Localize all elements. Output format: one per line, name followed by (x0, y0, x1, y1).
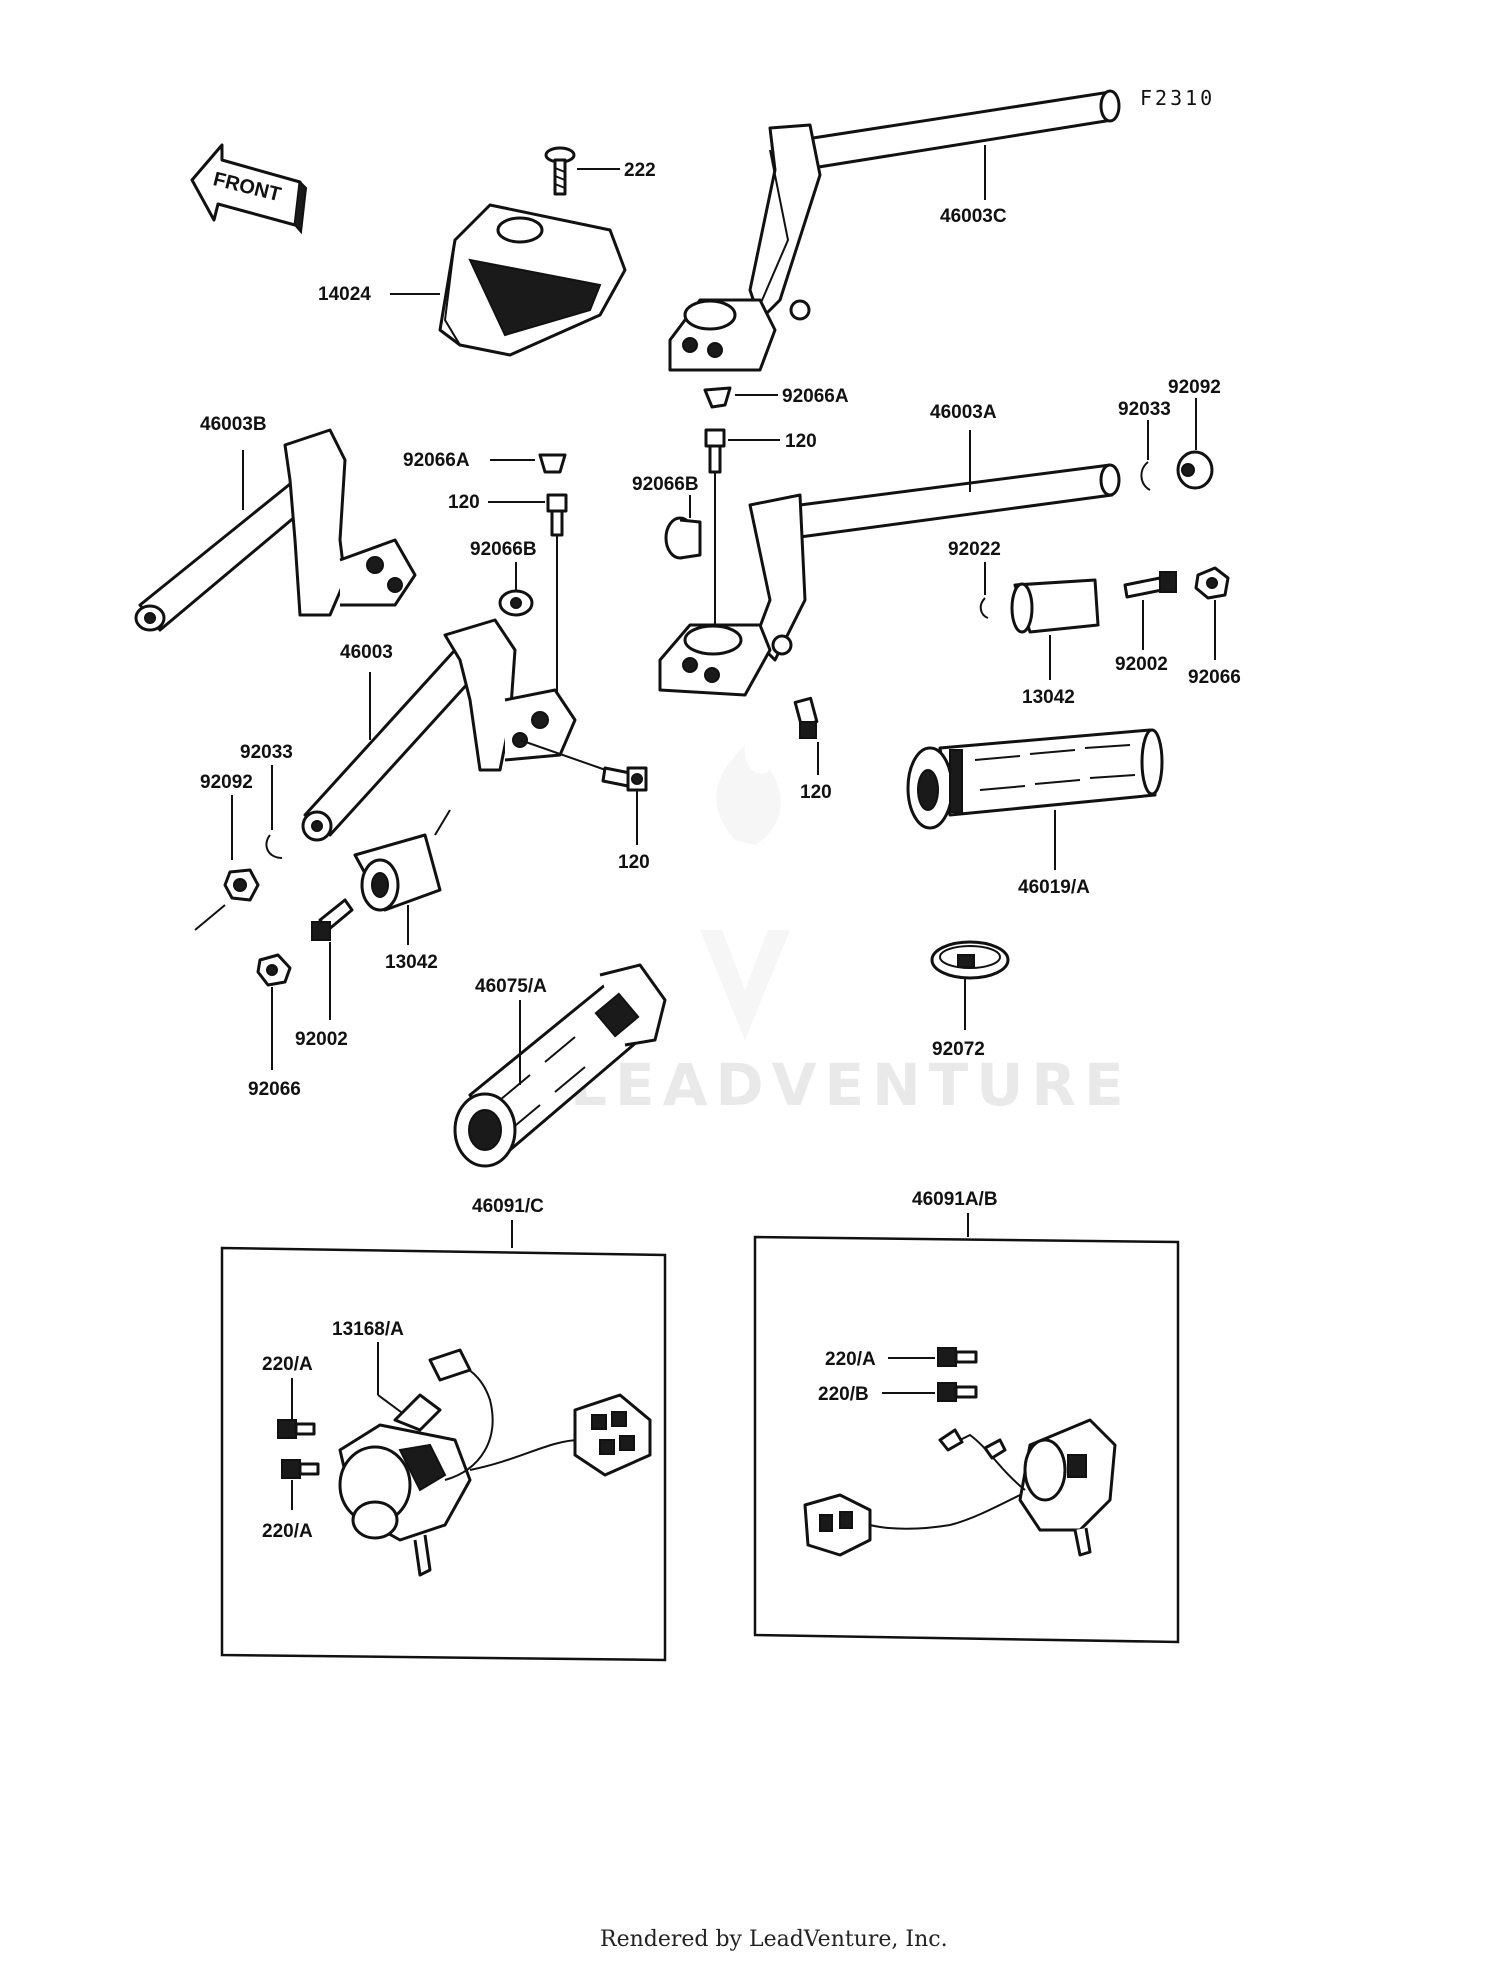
weight-13042-right-icon (1010, 578, 1100, 634)
label-92033-right: 92033 (1118, 399, 1171, 420)
cap-92066B-right-icon (664, 516, 702, 560)
label-13042-right: 13042 (1022, 687, 1075, 708)
handlebar-46003-icon (301, 618, 577, 842)
label-13168A: 13168/A (332, 1319, 404, 1340)
screw-220A-2-icon (281, 1459, 320, 1479)
connector-left-icon (573, 1393, 652, 1477)
label-92033-left: 92033 (240, 742, 293, 763)
handlebar-46003A-icon (658, 463, 1121, 697)
weight-92092-right-icon (1176, 450, 1214, 490)
screw-222-icon (544, 146, 576, 196)
label-120-top: 120 (785, 431, 817, 452)
grip-46075A-icon (453, 963, 667, 1168)
label-46091AB: 46091A/B (912, 1189, 998, 1210)
weight-13042-left-icon (353, 833, 442, 912)
bolt-120-top-icon (704, 428, 726, 474)
clip-92022-icon (979, 597, 989, 619)
clip-92033-right-icon (1140, 461, 1151, 491)
screw-220A-3-icon (937, 1347, 978, 1367)
label-46003: 46003 (340, 642, 393, 663)
box-46091AB (753, 1235, 1180, 1644)
screw-220B-icon (937, 1382, 978, 1402)
label-92066A-mid: 92066A (403, 450, 470, 471)
label-220A-3: 220/A (825, 1349, 876, 1370)
bolt-92002-right-icon (1123, 571, 1177, 599)
label-92092-left: 92092 (200, 772, 253, 793)
switch-housing-right-icon (869, 1418, 1117, 1557)
bolt-120-low-icon (601, 766, 648, 792)
label-222: 222 (624, 160, 656, 181)
weight-92092-left-icon (223, 868, 260, 902)
label-46003B: 46003B (200, 414, 267, 435)
clip-92033-left-icon (265, 834, 283, 859)
label-46091C: 46091/C (472, 1196, 544, 1217)
label-13042-left: 13042 (385, 952, 438, 973)
label-220A-1: 220/A (262, 1354, 313, 1375)
label-14024: 14024 (318, 284, 371, 305)
label-92066B-mid: 92066B (470, 539, 537, 560)
label-46075A: 46075/A (475, 976, 547, 997)
grip-46019A-icon (906, 728, 1164, 830)
bolt-92002-left-icon (311, 898, 354, 941)
label-46003C: 46003C (940, 206, 1007, 227)
front-arrow-icon: FRONT (190, 143, 308, 235)
handlebar-46003C-icon (668, 89, 1121, 372)
cap-92066B-mid-icon (498, 589, 534, 617)
connector-right-icon (803, 1493, 872, 1557)
label-120-low: 120 (618, 852, 650, 873)
label-220B: 220/B (818, 1384, 869, 1405)
label-46003A: 46003A (930, 402, 997, 423)
watermark-text: LEADVENTURE (570, 1051, 1132, 1119)
plug-92066A-mid-icon (538, 453, 567, 474)
label-92066B-right: 92066B (632, 474, 699, 495)
bolt-120-mid-icon (546, 493, 568, 537)
band-92072-icon (930, 940, 1010, 980)
watermark-logo (700, 745, 790, 1040)
screw-220A-1-icon (277, 1419, 316, 1439)
label-92092-right: 92092 (1168, 377, 1221, 398)
label-92072: 92072 (932, 1039, 985, 1060)
label-92002-left: 92002 (295, 1029, 348, 1050)
box-46091C (220, 1246, 667, 1662)
plug-92066A-icon (703, 386, 732, 409)
handlebar-46003B-icon (134, 428, 417, 632)
label-92066-right: 92066 (1188, 667, 1241, 688)
label-220A-2: 220/A (262, 1521, 313, 1542)
bolt-120-right-icon (793, 696, 819, 739)
label-92022: 92022 (948, 539, 1001, 560)
label-92002-right: 92002 (1115, 654, 1168, 675)
nut-92066-left-icon (256, 953, 292, 987)
label-92066-left: 92066 (248, 1079, 301, 1100)
nut-92066-right-icon (1194, 566, 1230, 600)
diagram-code: F2310 (1140, 86, 1215, 110)
label-120-mid: 120 (448, 492, 480, 513)
label-46019A: 46019/A (1018, 877, 1090, 898)
footer-credit: Rendered by LeadVenture, Inc. (600, 1927, 948, 1952)
holder-cover-14024-icon (438, 203, 627, 357)
label-120-right: 120 (800, 782, 832, 803)
switch-housing-left-icon (338, 1348, 581, 1577)
label-92066A-top: 92066A (782, 386, 849, 407)
